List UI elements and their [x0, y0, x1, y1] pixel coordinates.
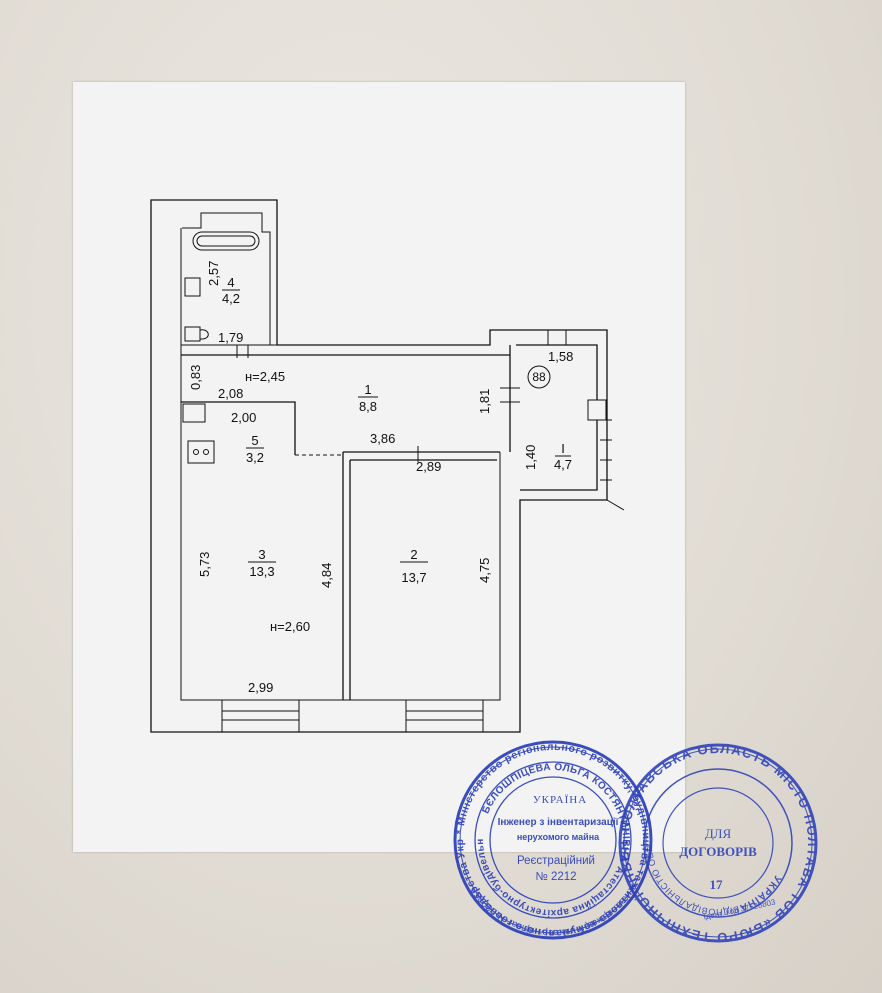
dim-label: 4,75	[477, 558, 492, 583]
balcony-exit	[606, 499, 625, 511]
svg-text:3,2: 3,2	[246, 450, 264, 465]
svg-text:4: 4	[227, 275, 234, 290]
paper-sheet	[73, 82, 685, 852]
svg-text:ДЛЯ: ДЛЯ	[705, 826, 732, 841]
stove	[187, 440, 215, 464]
svg-text:УКРАЇНА: УКРАЇНА	[533, 794, 587, 806]
svg-text:нерухомого майна: нерухомого майна	[517, 832, 600, 842]
apartment-number-marker: 88	[527, 365, 551, 389]
window-right	[405, 699, 484, 733]
svg-text:I: I	[561, 441, 565, 456]
balcony-fixture	[587, 399, 607, 421]
room-balcony: I 4,7	[554, 441, 572, 472]
room-4: 4 4,2	[222, 275, 240, 306]
window-left	[221, 699, 300, 733]
dim-label: 3,86	[370, 431, 395, 446]
stamp-right: ПОЛТАВСЬКА ОБЛАСТЬ МІСТО ПОЛТАВА ТОВ «БЮ…	[0, 0, 819, 945]
room-3: 3 13,3	[248, 547, 276, 579]
bathroom-walls	[180, 228, 490, 346]
svg-text:5: 5	[251, 433, 258, 448]
dim-label: 4,84	[319, 563, 334, 588]
room2-walls	[342, 451, 500, 700]
dim-label: 0,83	[188, 365, 203, 390]
room-5: 5 3,2	[246, 433, 264, 465]
balcony-walls	[516, 344, 598, 491]
svg-text:1: 1	[364, 382, 371, 397]
dim-label: 2,89	[416, 459, 441, 474]
svg-text:2: 2	[410, 547, 417, 562]
dim-label: 5,73	[197, 552, 212, 577]
kitchen-sink	[182, 403, 206, 423]
dim-label: 1,58	[548, 349, 573, 364]
svg-text:4,7: 4,7	[554, 457, 572, 472]
svg-text:ДОГОВОРІВ: ДОГОВОРІВ	[679, 844, 757, 859]
svg-text:№ 2212: № 2212	[535, 871, 576, 883]
svg-text:8,8: 8,8	[359, 399, 377, 414]
bathtub	[192, 231, 260, 251]
dim-label: 2,99	[248, 680, 273, 695]
svg-text:4,2: 4,2	[222, 291, 240, 306]
svg-text:13,7: 13,7	[401, 570, 426, 585]
dim-label: 1,40	[523, 445, 538, 470]
dim-label: 2,08	[218, 386, 243, 401]
svg-text:17: 17	[710, 877, 724, 892]
stove-burner	[203, 449, 209, 455]
bathtub-inner	[196, 235, 256, 247]
dim-label: 1,79	[218, 330, 243, 345]
dim-label: 1,81	[477, 389, 492, 414]
outer-wall	[150, 199, 608, 733]
svg-text:ПОЛТАВСЬКА ОБЛАСТЬ МІСТО ПОЛТА: ПОЛТАВСЬКА ОБЛАСТЬ МІСТО ПОЛТАВА ТОВ «БЮ…	[0, 0, 819, 945]
toilet	[184, 326, 209, 342]
svg-text:13,3: 13,3	[249, 564, 274, 579]
svg-text:88: 88	[532, 370, 546, 384]
room-1: 1 8,8	[358, 382, 378, 414]
stove-burner	[193, 449, 199, 455]
svg-text:Інженер з інвентаризації: Інженер з інвентаризації	[498, 817, 619, 828]
dim-label: 2,57	[206, 261, 221, 286]
height-label: н=2,45	[245, 369, 285, 384]
sink	[184, 277, 201, 297]
height-label: н=2,60	[270, 619, 310, 634]
dim-label: 2,00	[231, 410, 256, 425]
room-2: 2 13,7	[400, 547, 428, 585]
corridor-walls	[181, 345, 511, 455]
svg-text:3: 3	[258, 547, 265, 562]
svg-text:Реєстраційний: Реєстраційний	[517, 855, 595, 867]
